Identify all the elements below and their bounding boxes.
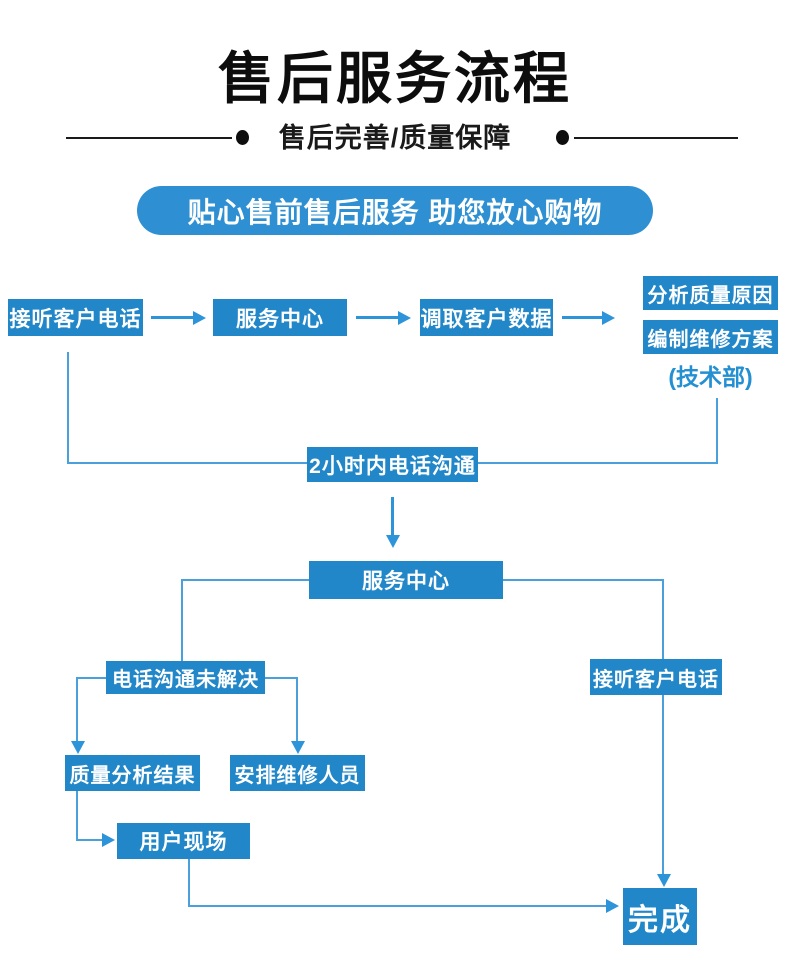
page-title: 售后服务流程 [218,47,572,110]
arrow-right-icon [602,311,615,325]
node-answer-call-1: 接听客户电话 [8,299,143,336]
divider-line-right [574,137,738,139]
branch-right-across [503,579,664,581]
split-right-across [265,677,298,679]
arrow-down-icon [657,874,671,887]
branch-left-down [181,579,183,661]
bullet-dot-left [236,130,249,145]
branch-right-down [662,579,664,874]
node-phone-unresolved: 电话沟通未解决 [106,661,265,694]
node-done: 完成 [623,888,697,945]
page-subtitle: 售后完善/质量保障 [278,123,512,153]
to-done-down [188,859,190,907]
arrow-right-icon [398,311,411,325]
arrow-down-shaft [391,497,394,537]
arrow-3-shaft [562,316,604,319]
arrow-down-icon [71,741,85,754]
divider-line-left [66,137,232,139]
split-left-across [76,677,106,679]
promo-banner: 贴心售前售后服务 助您放心购物 [137,186,653,235]
arrow-down-icon [291,741,305,754]
node-make-repair-plan: 编制维修方案 [643,320,778,354]
node-quality-analysis-result: 质量分析结果 [65,755,200,791]
dept-note: (技术部) [668,364,753,390]
node-answer-call-2: 接听客户电话 [590,659,722,695]
arrow-right-icon [102,833,115,847]
node-fetch-customer-data: 调取客户数据 [420,299,553,336]
connector-left-down [67,352,69,463]
node-phone-within-2h: 2小时内电话沟通 [307,447,478,482]
node-service-center-2: 服务中心 [309,561,503,599]
node-service-center-1: 服务中心 [213,299,347,336]
arrow-2-shaft [356,316,400,319]
arrow-right-icon [606,899,619,913]
connector-right-down [716,398,718,464]
to-site-across [76,839,104,841]
arrow-1-shaft [151,316,195,319]
bullet-dot-right [556,130,569,145]
arrow-right-icon [193,311,206,325]
split-right-down [296,677,298,743]
arrow-down-icon [386,535,400,548]
branch-left-across [181,579,309,581]
node-assign-repair-staff: 安排维修人员 [230,755,365,791]
node-customer-site: 用户现场 [117,823,250,859]
to-done-across [188,905,608,907]
split-left-down [76,677,78,743]
node-analyze-quality: 分析质量原因 [643,276,778,310]
to-site-down [76,791,78,841]
